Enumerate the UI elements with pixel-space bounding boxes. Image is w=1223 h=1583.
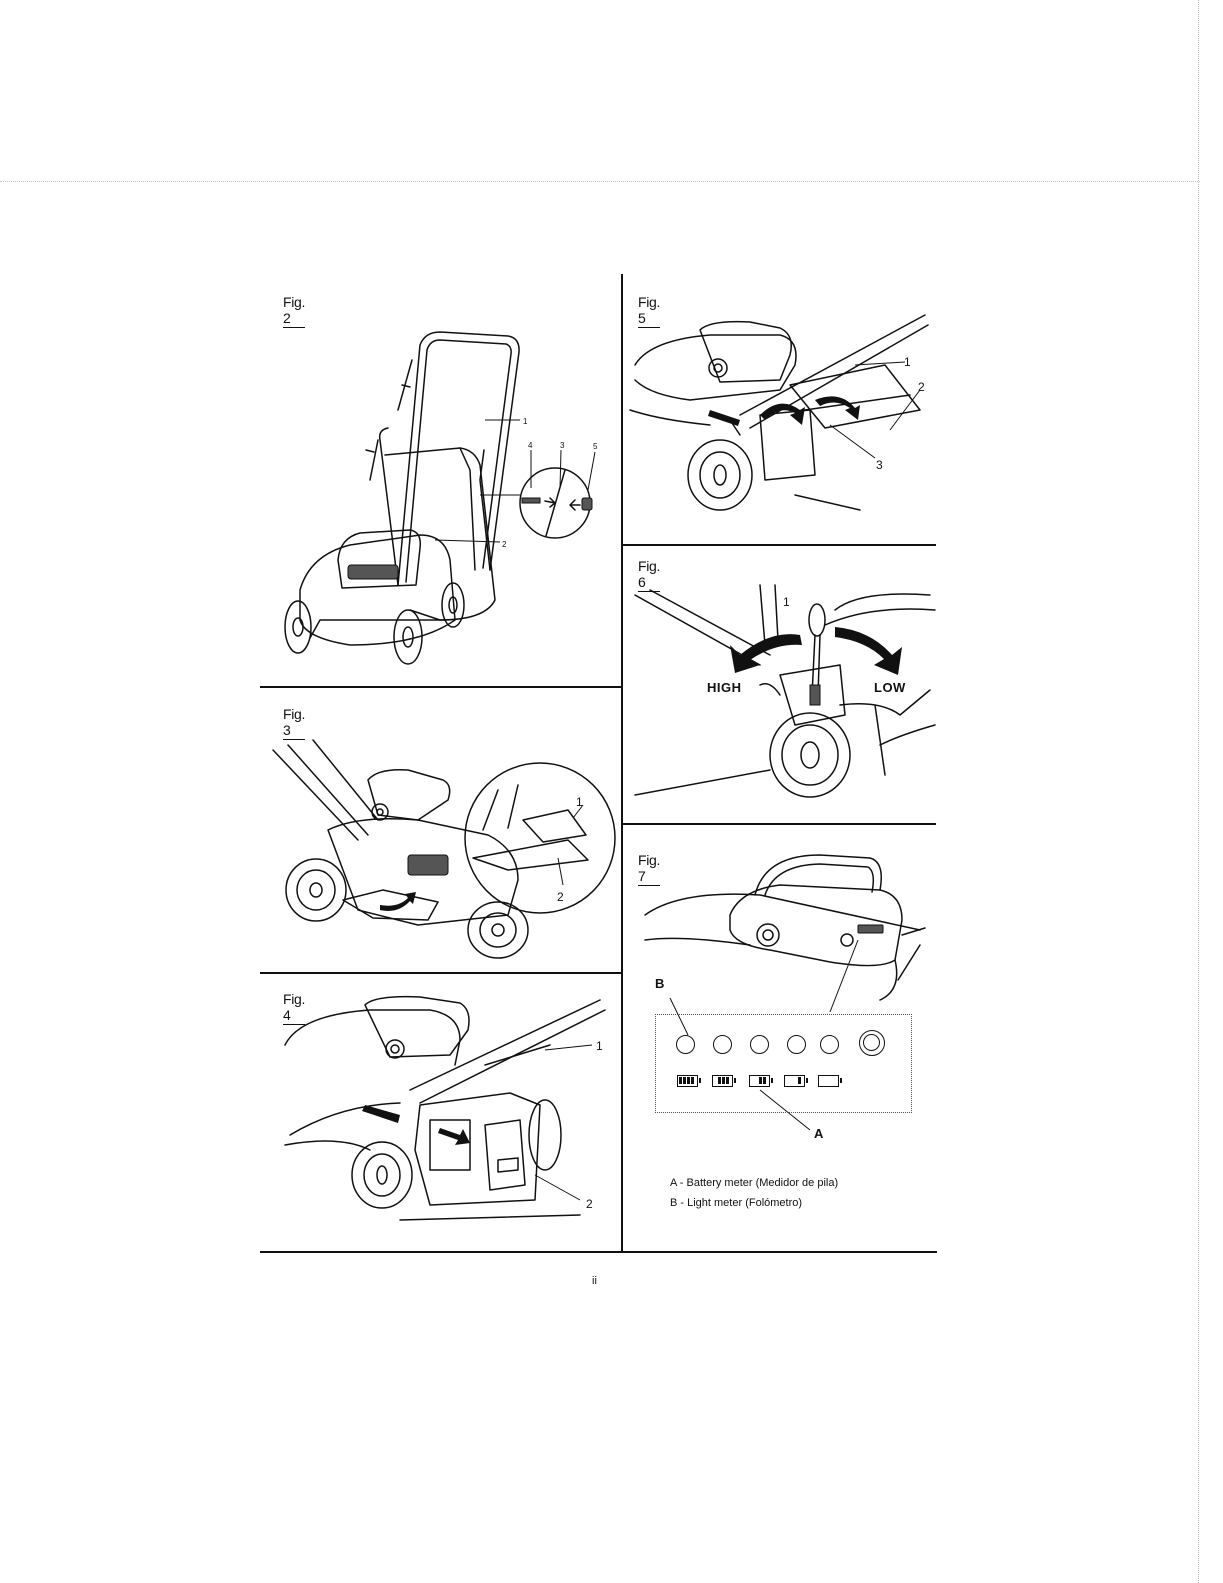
fig2-callout-5: 5 [593, 441, 597, 453]
fig4-callout-1: 1 [596, 1040, 603, 1052]
fig3-callout-1: 1 [576, 796, 583, 808]
battery-meter-full [677, 1075, 698, 1087]
battery-meter-empty [818, 1075, 839, 1087]
fig6-high-label: HIGH [707, 680, 742, 695]
rule-fig5-fig6 [622, 544, 936, 546]
light-meter-led-2 [713, 1035, 732, 1054]
fig7-callout-b: B [655, 978, 664, 990]
battery-meter-three-quarter [712, 1075, 733, 1087]
light-meter-led-3 [750, 1035, 769, 1054]
fig2-callout-2: 2 [502, 539, 506, 551]
scan-artifact-line [0, 181, 1200, 182]
fig5-callout-1: 1 [904, 356, 911, 368]
fig7-callout-a: A [814, 1128, 823, 1140]
rear-door-illustration [280, 985, 610, 1230]
legend-light-meter: B - Light meter (Folómetro) [670, 1196, 802, 1210]
mulch-plug-illustration [268, 740, 613, 965]
page-number: ii [592, 1275, 597, 1287]
side-discharge-illustration [630, 310, 930, 525]
mower-assembly-illustration [270, 320, 610, 670]
rule-fig2-fig3 [260, 686, 621, 688]
fig2-callout-3: 3 [560, 440, 564, 452]
fig2-callout-4: 4 [528, 440, 532, 452]
fig5-callout-2: 2 [918, 381, 925, 393]
light-meter-led-1 [676, 1035, 695, 1054]
rule-fig3-fig4 [260, 972, 621, 974]
power-button[interactable] [859, 1030, 885, 1056]
battery-meter-half [749, 1075, 770, 1087]
rule-fig6-fig7 [622, 823, 936, 825]
light-meter-led-5 [820, 1035, 839, 1054]
scan-artifact-edge [1198, 0, 1199, 1583]
fig2-callout-1: 1 [523, 416, 527, 428]
fig5-callout-3: 3 [876, 459, 883, 471]
fig6-low-label: LOW [874, 680, 906, 695]
bottom-rule [260, 1251, 937, 1253]
fig3-callout-2: 2 [557, 891, 564, 903]
figure-3-label: Fig. 3 [283, 706, 305, 740]
light-meter-led-4 [787, 1035, 806, 1054]
fig4-callout-2: 2 [586, 1198, 593, 1210]
center-vertical-rule [621, 274, 623, 1252]
fig6-callout-1: 1 [783, 596, 790, 608]
battery-meter-quarter [784, 1075, 805, 1087]
legend-battery-meter: A - Battery meter (Medidor de pila) [670, 1176, 838, 1190]
indicator-panel [655, 1014, 912, 1113]
